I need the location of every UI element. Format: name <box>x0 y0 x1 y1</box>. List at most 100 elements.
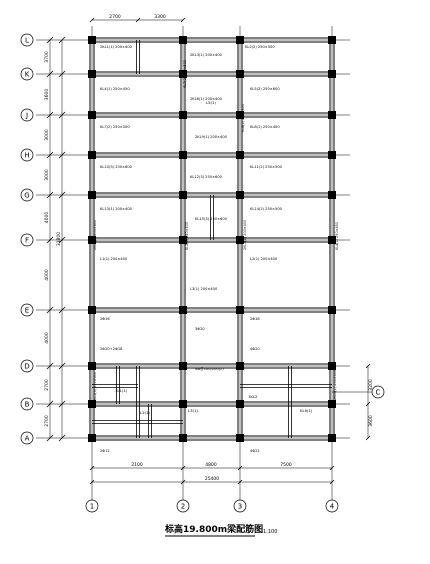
beam-label: L1(1) 200×400 <box>100 257 128 261</box>
axis-bubble-col-3 <box>233 499 247 513</box>
column-E4 <box>328 306 336 314</box>
column-A2 <box>179 434 187 442</box>
column-K3 <box>236 70 244 78</box>
column-D4 <box>328 362 336 370</box>
column-K2 <box>179 70 187 78</box>
bottom-dim-value: 2100 <box>131 462 143 468</box>
dim-tick <box>365 435 371 441</box>
column-H1 <box>88 151 96 159</box>
column-B4 <box>328 400 336 408</box>
beam-label: KL12(3) 250×600 <box>190 175 223 179</box>
axis-label-col-4: 4 <box>330 503 335 511</box>
axis-bubble-L <box>20 33 34 47</box>
beam-label: 2KL6(1) 200×400 <box>190 97 223 101</box>
column-A3 <box>236 434 244 442</box>
beam-label: 2KL1(1) 200×400 <box>100 45 133 49</box>
rebar-label: 2Φ18 <box>250 317 260 321</box>
column-B3 <box>236 400 244 408</box>
left-dim-value: 3000 <box>44 129 50 141</box>
column-L1 <box>88 36 96 44</box>
column-D2 <box>179 362 187 370</box>
beam-label-vertical: KL7(2) 250×500 <box>183 60 187 88</box>
axis-bubble-right <box>371 385 385 399</box>
axis-label-H: H <box>24 152 29 160</box>
axis-bubble-D <box>20 359 34 373</box>
column-H4 <box>328 151 336 159</box>
beam-label: KL8(1) 250×400 <box>250 125 280 129</box>
beam-label: KL11(2) 250×500 <box>250 165 283 169</box>
column-G3 <box>236 191 244 199</box>
drawing-title: 标高19.800m梁配筋图 <box>164 523 263 535</box>
beam-label: KL13(1) 200×400 <box>100 207 133 211</box>
column-G2 <box>179 191 187 199</box>
column-B1 <box>88 400 96 408</box>
column-J1 <box>88 111 96 119</box>
axis-bubble-F <box>20 233 34 247</box>
beam-label-vertical: 2KL3(1) 200×400 <box>243 220 247 250</box>
axis-bubble-J <box>20 108 34 122</box>
beam-label-vertical: KL2(2) 250×500 <box>185 222 189 250</box>
column-D1 <box>88 362 96 370</box>
left-dim-value: 4000 <box>44 332 50 344</box>
left-dim-value: 2700 <box>44 379 50 391</box>
columns <box>88 36 336 442</box>
rebar-label: Φ8@100/200(2) <box>195 367 224 371</box>
axis-bubble-G <box>20 188 34 202</box>
axis-label-A: A <box>25 435 30 443</box>
dim-tick <box>89 17 95 23</box>
rebar-label: 2Φ20+2Φ18 <box>100 347 123 351</box>
column-K4 <box>328 70 336 78</box>
rebar-label: 2Φ12 <box>100 449 110 453</box>
beam-label-vertical: 2KL1(1) 200×400 <box>93 220 97 250</box>
small-beam-label: L2(1) <box>140 410 150 415</box>
axis-label-col-3: 3 <box>238 503 242 511</box>
beam-label: L3(1) 200×400 <box>190 287 218 291</box>
rebar-label: 4Φ22 <box>250 449 260 453</box>
column-B2 <box>179 400 187 408</box>
axis-label-L: L <box>25 37 29 45</box>
axis-bubble-col-2 <box>176 499 190 513</box>
beam-label: 2KL3(1) 200×400 <box>190 53 223 57</box>
beam-label-vertical: KL8(1) 250×400 <box>241 104 245 132</box>
axis-label-D: D <box>24 363 29 371</box>
top-dim-value: 2700 <box>109 14 121 20</box>
column-L3 <box>236 36 244 44</box>
beam-label: 2KL9(1) 200×400 <box>195 135 228 139</box>
column-J2 <box>179 111 187 119</box>
left-dim-value: 4000 <box>44 269 50 281</box>
column-F2 <box>179 236 187 244</box>
axis-label-E: E <box>25 307 29 315</box>
column-J4 <box>328 111 336 119</box>
column-A1 <box>88 434 96 442</box>
column-F1 <box>88 236 96 244</box>
beam-label: KL4(1) 250×450 <box>100 87 130 91</box>
dim-tick <box>365 363 371 369</box>
small-beam-label: KL9(1) <box>300 408 313 413</box>
axis-grid <box>36 26 350 500</box>
right-dim-value: 3200 <box>368 379 374 391</box>
left-dim-value: 2700 <box>44 415 50 427</box>
column-G4 <box>328 191 336 199</box>
column-E1 <box>88 306 96 314</box>
column-L4 <box>328 36 336 44</box>
axis-bubble-B <box>20 397 34 411</box>
column-K1 <box>88 70 96 78</box>
left-dim-value: 3000 <box>44 169 50 181</box>
rebar-label: 4Φ20 <box>250 347 260 351</box>
axis-bubble-col-1 <box>85 499 99 513</box>
bottom-dim-value: 4800 <box>205 462 217 468</box>
column-H2 <box>179 151 187 159</box>
axis-label-F: F <box>25 237 29 245</box>
left-dim-value: 4000 <box>44 212 50 224</box>
column-H3 <box>236 151 244 159</box>
beam-label: KL15(3) 250×600 <box>195 217 228 221</box>
column-A4 <box>328 434 336 442</box>
dim-tick <box>135 17 141 23</box>
small-beam-label: L5(1) <box>206 100 216 105</box>
axis-bubble-A <box>20 431 34 445</box>
column-G1 <box>88 191 96 199</box>
